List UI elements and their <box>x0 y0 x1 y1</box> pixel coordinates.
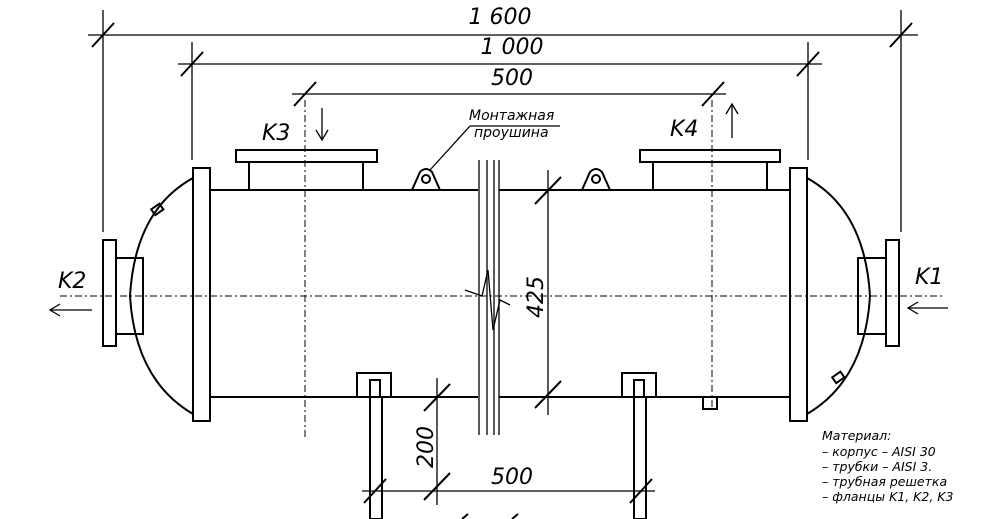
port-k4-label: K4 <box>670 117 698 142</box>
materials-item: – корпус – AISI 30 <box>822 444 936 459</box>
port-k4: K4 <box>670 102 739 142</box>
dimension-body-length-value: 1 000 <box>481 35 544 60</box>
shell-body <box>210 160 790 435</box>
lifting-lug-note-line2: проушина <box>474 125 549 141</box>
nozzle-k3 <box>235 100 378 440</box>
nozzle-k4 <box>639 100 781 410</box>
materials-block: Материал: – корпус – AISI 30 – трубки – … <box>822 428 953 504</box>
extension-lines <box>102 10 902 232</box>
lifting-lug-note-line1: Монтажная <box>469 108 554 124</box>
port-k2-label: K2 <box>58 269 86 294</box>
dimension-shell-diameter: 425 <box>524 170 562 415</box>
lifting-lugs <box>411 125 611 191</box>
materials-title: Материал: <box>822 428 891 443</box>
dimension-nozzle-spacing-value: 500 <box>491 66 533 91</box>
dimension-support-height-value: 200 <box>414 426 439 468</box>
bottom-supports <box>356 372 718 519</box>
dimension-total-length: 1 600 <box>88 5 918 48</box>
port-k1: K1 <box>906 265 948 315</box>
dimension-shell-diameter-value: 425 <box>524 276 549 318</box>
port-k3-label: K3 <box>262 121 290 146</box>
dimension-total-length-value: 1 600 <box>469 5 532 30</box>
right-end <box>789 167 900 422</box>
left-end <box>102 167 211 422</box>
dimension-support-height: 200 <box>414 378 451 505</box>
materials-item: – трубки – AISI 3. <box>822 459 932 474</box>
port-k1-label: K1 <box>915 265 943 290</box>
dimension-nozzle-spacing: 500 <box>292 66 726 107</box>
materials-item: – трубная решетка <box>822 474 947 489</box>
dimension-support-spacing: 500 <box>362 465 655 519</box>
dimension-body-length: 1 000 <box>178 35 822 77</box>
lifting-lug-note: Монтажная проушина <box>469 108 554 141</box>
materials-item: – фланцы K1, K2, K3 <box>822 489 953 504</box>
port-k2: K2 <box>48 269 92 317</box>
dimension-support-spacing-value: 500 <box>491 465 533 490</box>
port-k3: K3 <box>262 108 329 146</box>
